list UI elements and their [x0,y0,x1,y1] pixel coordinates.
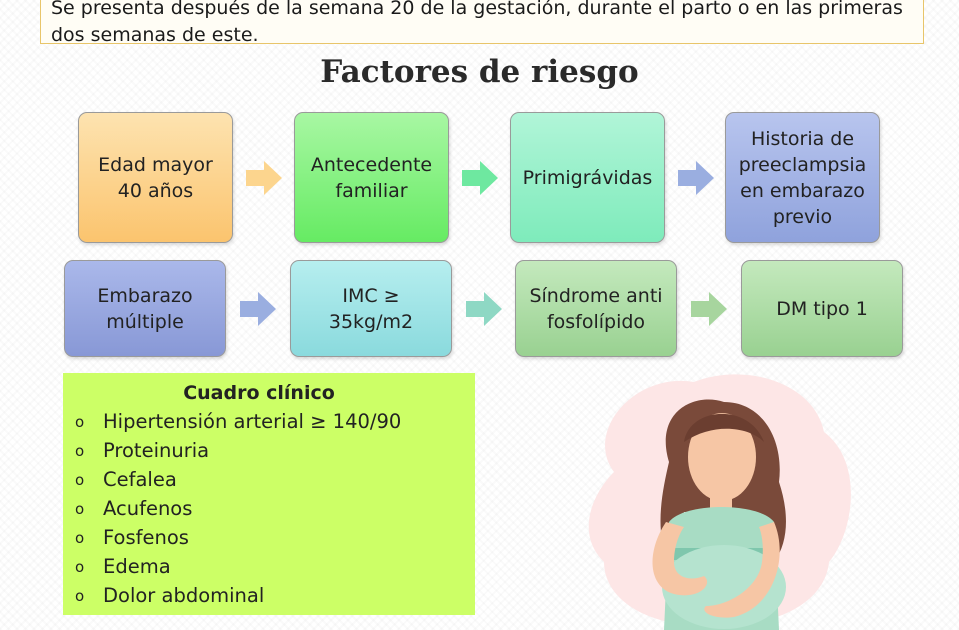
bullet-icon: o [75,528,85,547]
bullet-icon: o [75,557,85,576]
arrow-right-icon [466,292,502,326]
risk-factor-antiphospholipid: Síndrome anti fosfolípido [515,260,677,357]
bullet-icon: o [75,412,85,431]
risk-factor-multiple-pregnancy: Embarazo múltiple [64,260,226,357]
bullet-icon: o [75,586,85,605]
page-title: Factores de riesgo [320,54,639,90]
bullet-icon: o [75,441,85,460]
arrow-right-icon [246,161,282,195]
intro-line-2: dos semanas de este. [51,24,259,44]
bullet-icon: o [75,470,85,489]
risk-factor-primigravidas: Primigrávidas [510,112,665,243]
risk-factor-dm-type1: DM tipo 1 [741,260,903,357]
bullet-icon: o [75,499,85,518]
arrow-right-icon [462,161,498,195]
arrow-right-icon [240,292,276,326]
pregnant-woman-illustration [588,374,851,630]
clinical-picture-title: Cuadro clínico [183,382,335,404]
intro-line-1: Se presenta después de la semana 20 de l… [51,0,903,19]
risk-factor-family-history: Antecedente familiar [294,112,449,243]
arrow-right-icon [678,161,714,195]
risk-factor-bmi: IMC ≥ 35kg/m2 [290,260,452,357]
risk-factor-preeclampsia-history: Historia de preeclampsia en embarazo pre… [725,112,880,243]
intro-text-box: Se presenta después de la semana 20 de l… [40,0,924,44]
risk-factor-age: Edad mayor 40 años [78,112,233,243]
arrow-right-icon [691,292,727,326]
